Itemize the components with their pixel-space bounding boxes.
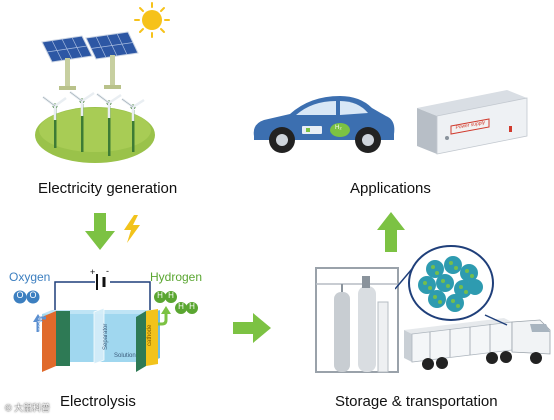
cathode-label: cathode <box>147 324 153 346</box>
sun-icon <box>134 2 170 38</box>
watermark: © 大鼠科普 <box>5 403 51 413</box>
oxygen-label: Oxygen <box>9 270 51 284</box>
oxygen-atom-2-label: O <box>29 290 37 300</box>
solution-label: Solution <box>114 353 136 359</box>
power-supply-display <box>450 118 490 135</box>
truck-illustration <box>400 300 554 382</box>
separator-label: Separator <box>103 323 109 350</box>
oxygen-arrow-icon <box>33 314 46 332</box>
down-arrow-icon <box>85 213 115 256</box>
hydrogen-cluster-illustration <box>394 243 515 335</box>
electrolysis-illustration <box>0 262 215 380</box>
hydrogen-label: Hydrogen <box>150 270 203 284</box>
battery-minus-label: - <box>106 266 109 276</box>
electrolysis-label: Electrolysis <box>60 393 136 410</box>
lightning-icon <box>122 215 142 248</box>
solar-panel-icon <box>41 35 93 90</box>
right-arrow-icon <box>233 313 271 348</box>
storage-transportation-label: Storage & transportation <box>335 393 498 410</box>
power-supply-illustration <box>411 86 531 158</box>
hydrogen-molecule-icon <box>154 291 198 314</box>
up-arrow-icon <box>377 212 405 257</box>
electricity-generation-label: Electricity generation <box>38 180 178 197</box>
battery-icon <box>96 274 106 290</box>
hydrogen-atom-3-label: H <box>178 302 184 311</box>
hydrogen-tank-icon <box>330 123 350 137</box>
anode-plate <box>42 311 70 372</box>
cathode-plate <box>136 309 158 372</box>
storage-tank-illustration <box>312 262 404 380</box>
hydrogen-atom-2-label: H <box>168 291 174 300</box>
oxygen-molecule-icon <box>13 290 40 304</box>
oxygen-atom-1-label: O <box>16 290 24 300</box>
applications-label: Applications <box>350 180 431 197</box>
solar-panel-icon <box>85 31 139 89</box>
hydrogen-arrow-icon <box>158 306 171 326</box>
anode-label: anode <box>38 317 44 334</box>
car-illustration <box>248 88 400 158</box>
hydrogen-atom-1-label: H <box>157 291 163 300</box>
battery-plus-label: + <box>90 267 96 277</box>
car-h2-label: H₂ <box>335 125 342 131</box>
electricity-generation-illustration <box>30 0 200 170</box>
hydrogen-cluster-icon <box>418 256 483 312</box>
hydrogen-atom-4-label: H <box>189 302 195 311</box>
